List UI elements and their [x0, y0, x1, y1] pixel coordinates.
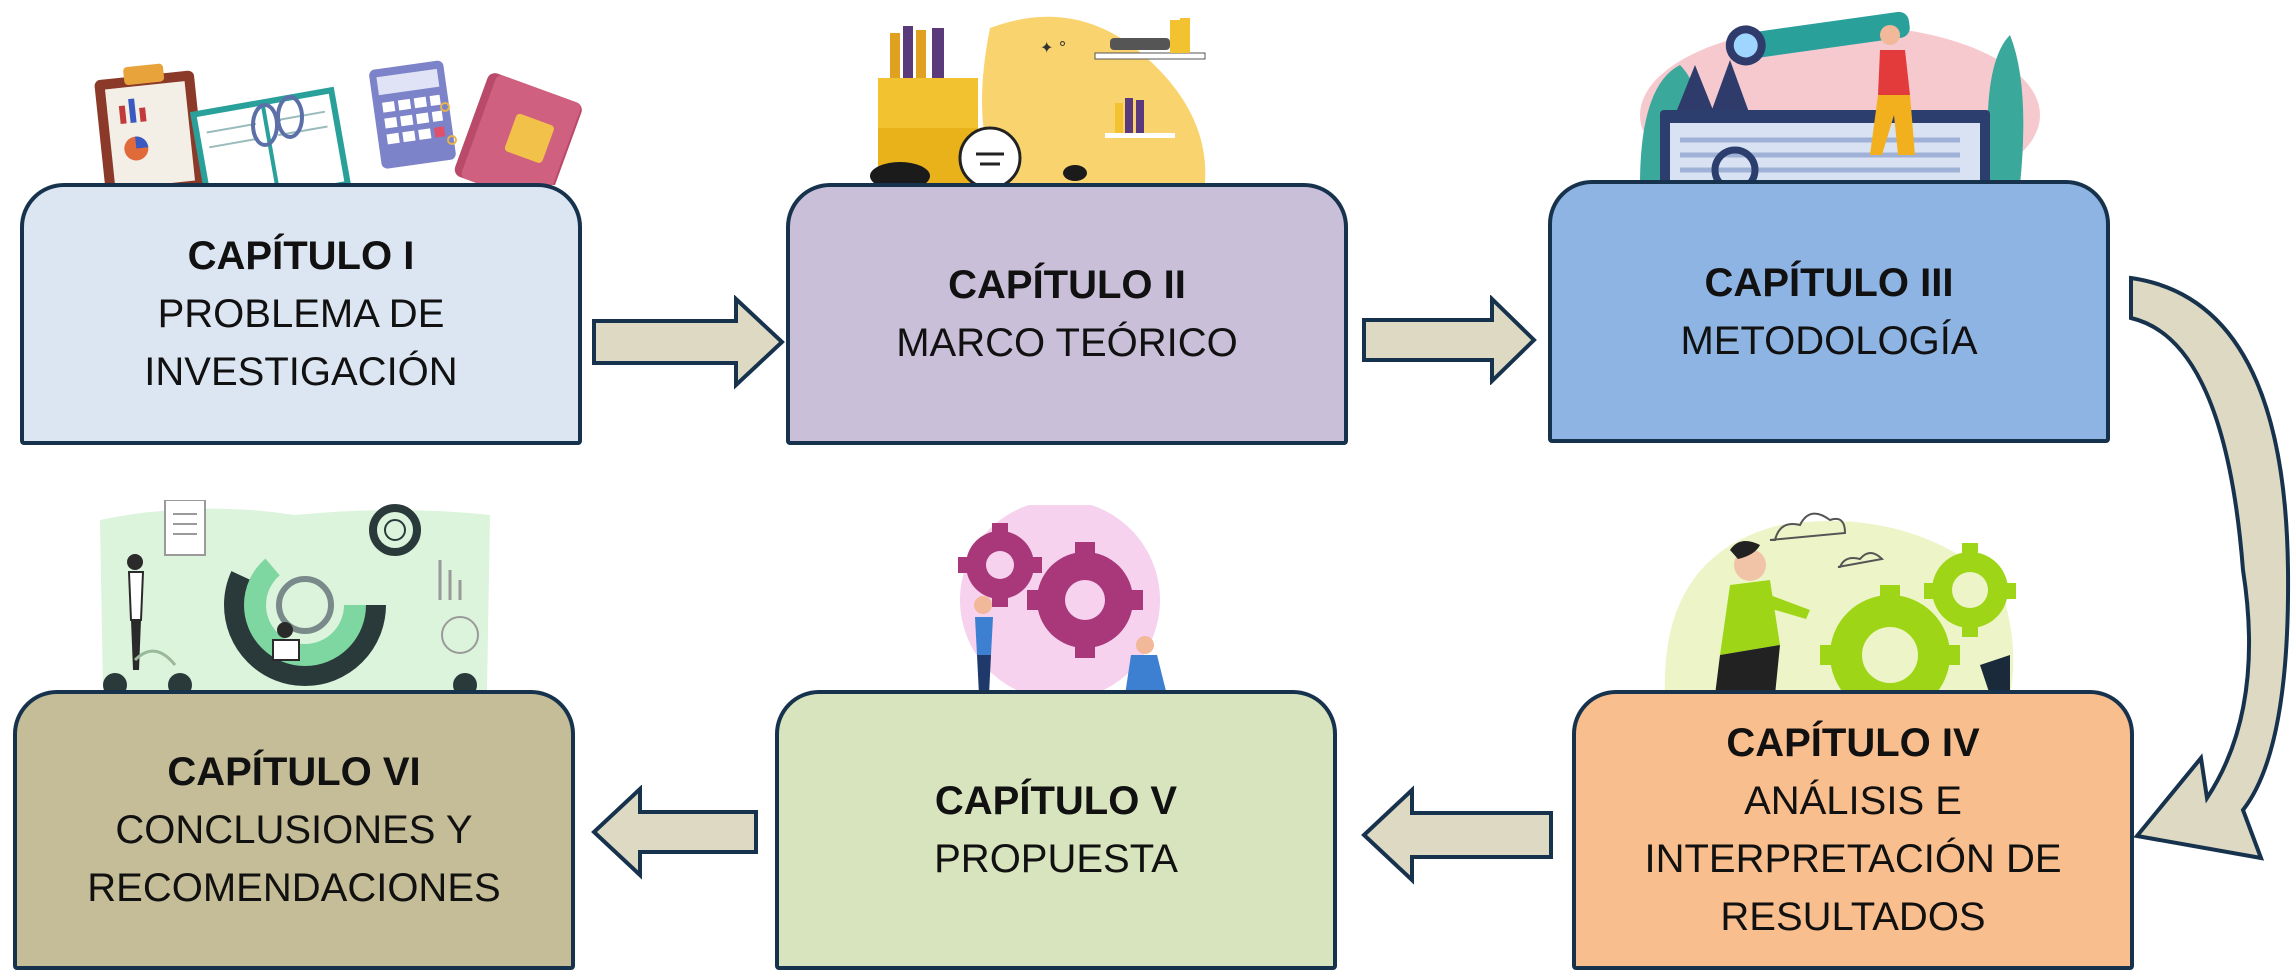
chapter-3-line-1: METODOLOGÍA: [1680, 318, 1978, 363]
chapter-2-box: CAPÍTULO II MARCO TEÓRICO: [786, 183, 1348, 445]
chapter-4-title: CAPÍTULO IV: [1726, 721, 1980, 765]
chapter-2-title: CAPÍTULO II: [948, 263, 1186, 307]
office-supplies-icon: [94, 60, 582, 185]
chapter-5-line-1: PROPUESTA: [934, 837, 1178, 881]
chapter-1-title: CAPÍTULO I: [187, 234, 415, 278]
gears-person-icon: [1664, 512, 2016, 695]
svg-text:✦ °: ✦ °: [1040, 38, 1067, 57]
chapter-6-line-2: RECOMENDACIONES: [87, 866, 501, 910]
bookshelf-icon: ✦ °: [870, 16, 1206, 183]
chapter-2-line-1: MARCO TEÓRICO: [896, 321, 1238, 365]
teamwork-gears-icon: [958, 505, 1167, 695]
chapter-3-title: CAPÍTULO III: [1704, 260, 1954, 305]
chapter-1-box: CAPÍTULO I PROBLEMA DE INVESTIGACIÓN: [20, 183, 582, 445]
chapter-3-box: CAPÍTULO III METODOLOGÍA: [1548, 180, 2110, 443]
chapter-5-box: CAPÍTULO V PROPUESTA: [775, 690, 1337, 970]
chapter-1-line-2: INVESTIGACIÓN: [144, 350, 458, 394]
chapter-6-box: CAPÍTULO VI CONCLUSIONES Y RECOMENDACION…: [13, 690, 575, 970]
chapter-4-line-1: ANÁLISIS E: [1744, 779, 1962, 823]
chapter-4-box: CAPÍTULO IV ANÁLISIS E INTERPRETACIÓN DE…: [1572, 690, 2134, 970]
chapter-4-line-3: RESULTADOS: [1720, 895, 1986, 939]
chapter-1-line-1: PROBLEMA DE: [157, 292, 445, 336]
arrow-left-2-icon: [591, 785, 758, 880]
arrow-right-1-icon: [592, 295, 785, 390]
telescope-icon: [1640, 11, 2040, 185]
arrow-right-2-icon: [1362, 295, 1537, 385]
process-cycle-icon: [100, 500, 490, 695]
arrow-left-1-icon: [1361, 785, 1553, 885]
arrow-curved-down-icon: [2129, 275, 2291, 861]
chapter-6-line-1: CONCLUSIONES Y: [115, 808, 473, 852]
chapter-5-title: CAPÍTULO V: [934, 779, 1178, 823]
chapter-4-line-2: INTERPRETACIÓN DE: [1644, 837, 2062, 881]
chapter-6-title: CAPÍTULO VI: [167, 750, 421, 794]
